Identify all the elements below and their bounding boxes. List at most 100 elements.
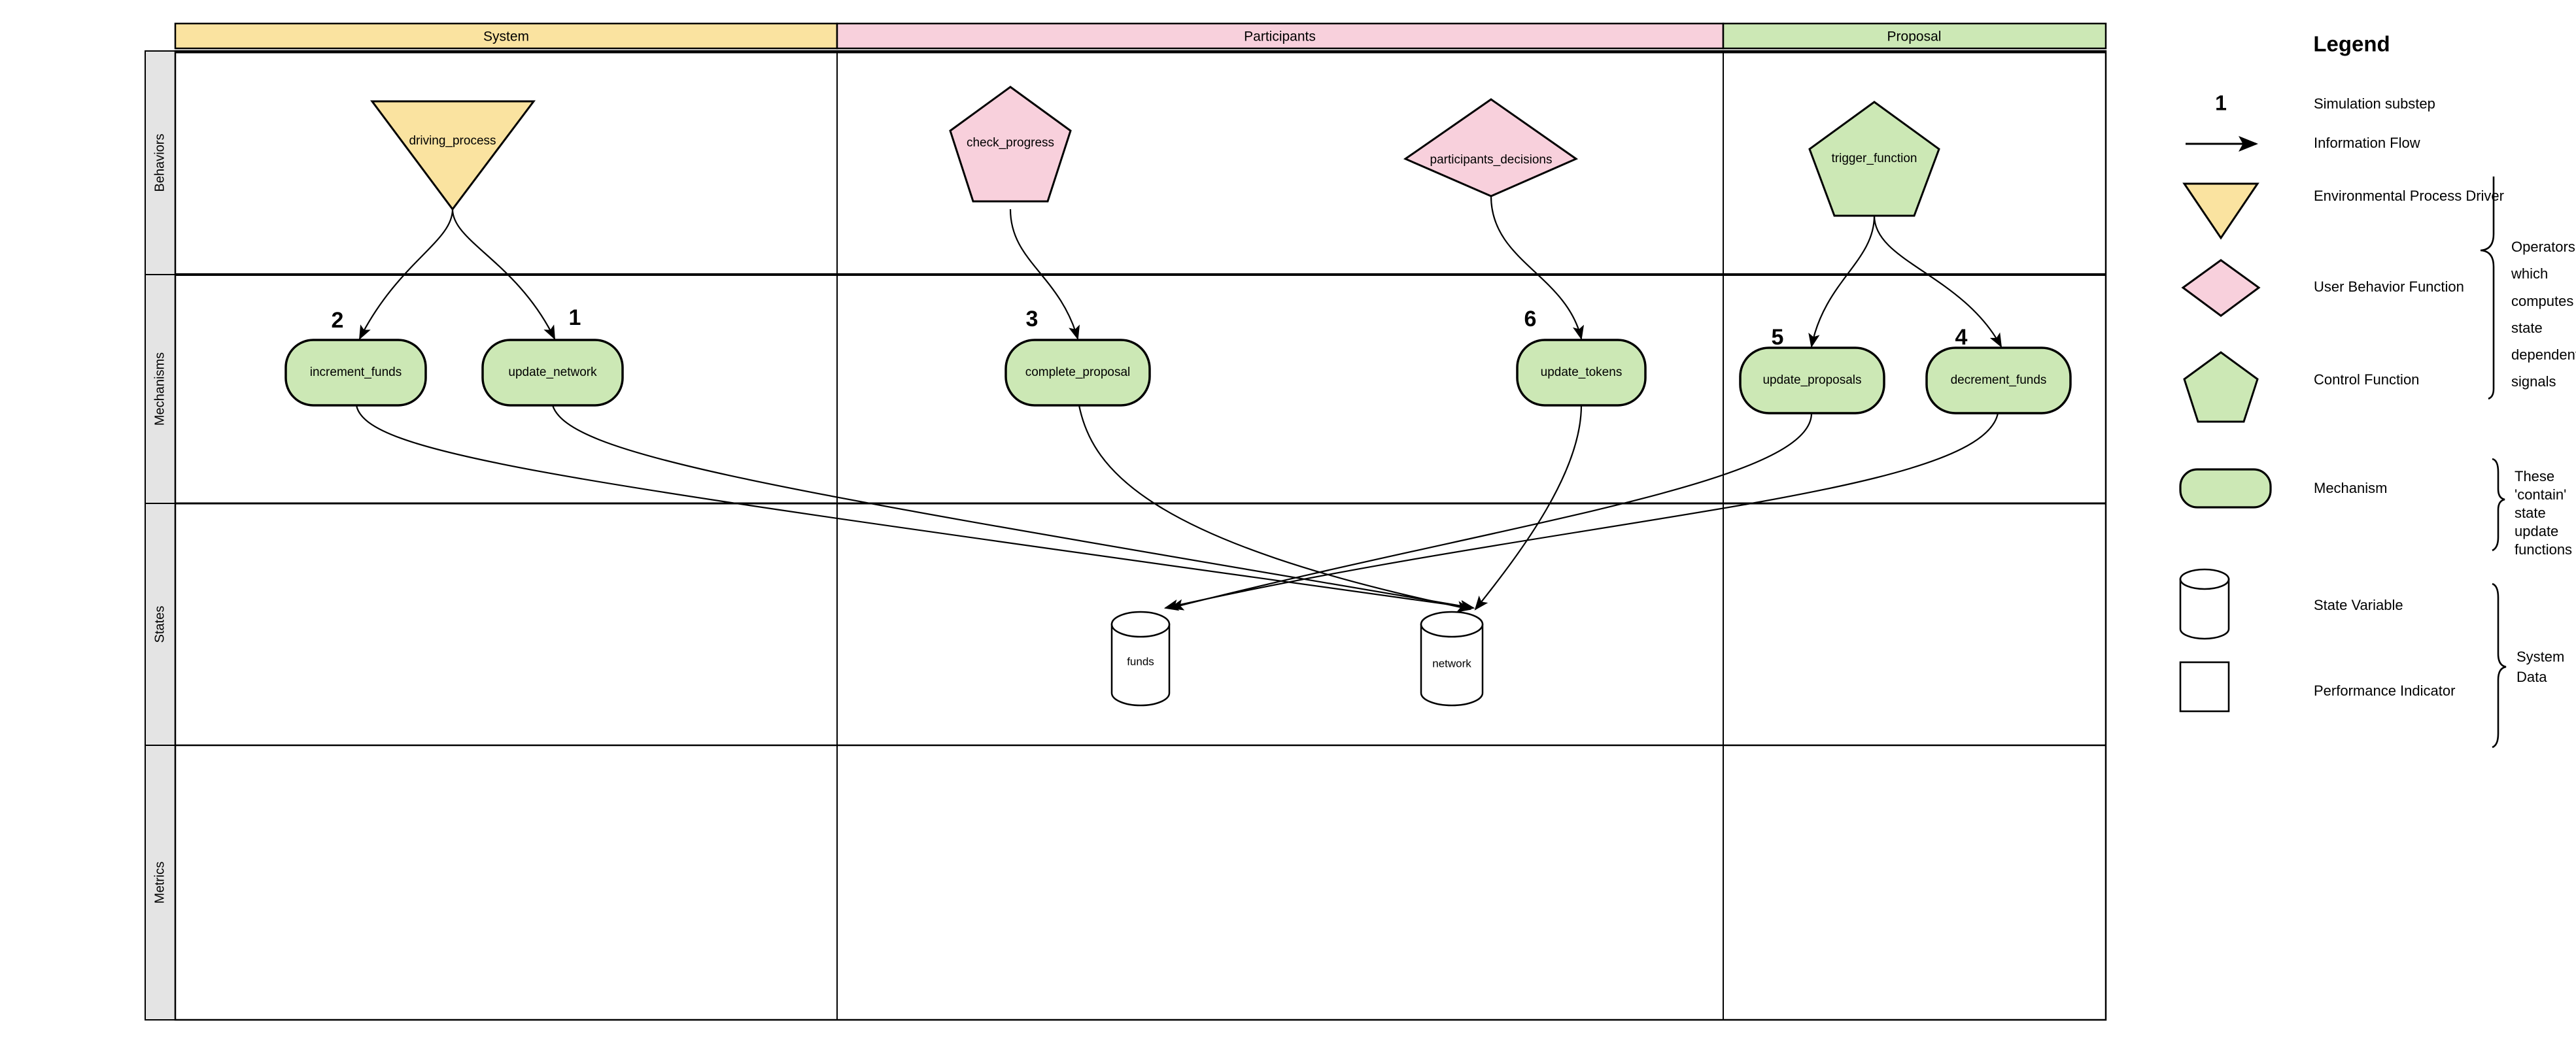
- state-nodes: funds network: [1110, 611, 1484, 707]
- update_network-label: update_network: [508, 365, 597, 379]
- edges-mechanisms-to-states: [355, 405, 1999, 613]
- participants_decisions-label: participants_decisions: [1430, 153, 1553, 167]
- funds-label: funds: [1127, 655, 1154, 667]
- triangle-down-icon: [2182, 182, 2259, 240]
- edge-driving_process-to-increment_funds: [359, 209, 454, 340]
- participants_decisions-shape[interactable]: [1403, 98, 1579, 197]
- row-label-strip: Behaviors Mechanisms States Metrics: [145, 50, 176, 1021]
- update_proposals-label: update_proposals: [1762, 373, 1861, 387]
- edge-update_network-to-network: [551, 405, 1475, 612]
- node-update_network[interactable]: update_network 1: [481, 305, 624, 407]
- legend-label-simulation-substep: Simulation substep: [2314, 95, 2435, 112]
- check_progress-shape[interactable]: [949, 86, 1072, 203]
- mechanisms-brace-icon: [2492, 458, 2505, 552]
- step-number-5: 5: [1772, 325, 1784, 350]
- node-update_tokens[interactable]: update_tokens 6: [1516, 307, 1647, 407]
- legend-item-user-behavior-function: User Behavior Function: [2181, 259, 2464, 317]
- operators-brace-line-5: signals: [2511, 373, 2556, 390]
- legend-item-mechanism: Mechanism: [2179, 468, 2387, 509]
- column-header-system-label: System: [483, 29, 529, 44]
- decrement_funds-label: decrement_funds: [1951, 373, 2047, 387]
- funds-cylinder-top: [1110, 611, 1171, 638]
- operators-brace-line-1: which: [2511, 265, 2548, 282]
- legend-item-performance-indicator: Performance Indicator: [2179, 661, 2455, 713]
- increment_funds-shape[interactable]: [284, 339, 427, 407]
- node-funds[interactable]: funds: [1110, 611, 1171, 707]
- legend: Legend 1 Simulation substep Information …: [2179, 32, 2576, 749]
- node-update_proposals[interactable]: update_proposals 5: [1739, 325, 1885, 414]
- complete_proposal-shape[interactable]: [1005, 339, 1151, 407]
- step-number-6: 6: [1524, 307, 1537, 331]
- edge-complete_proposal-to-network: [1078, 405, 1472, 613]
- operators-brace-line-4: dependent: [2511, 346, 2576, 363]
- legend-label-control-function: Control Function: [2314, 371, 2419, 388]
- increment_funds-label: increment_funds: [310, 365, 402, 379]
- step-number-4: 4: [1955, 325, 1968, 350]
- cylinder-icon-body: [2179, 578, 2230, 640]
- edge-increment_funds-to-network: [355, 405, 1475, 612]
- node-check_progress[interactable]: check_progress: [949, 86, 1072, 203]
- update_proposals-shape[interactable]: [1739, 346, 1885, 414]
- step-number-1: 1: [569, 305, 581, 330]
- operators-brace-icon: [2480, 177, 2495, 400]
- mechanisms-brace-line-1: 'contain': [2515, 486, 2566, 503]
- operators-brace-line-3: state: [2511, 320, 2543, 336]
- network-cylinder-body[interactable]: [1420, 623, 1484, 707]
- pentagon-icon: [2183, 351, 2259, 423]
- node-trigger_function[interactable]: trigger_function: [1808, 101, 1940, 217]
- edge-decrement_funds-to-funds: [1163, 413, 1999, 611]
- edges-behaviors-to-mechanisms: [359, 195, 2002, 348]
- node-driving_process[interactable]: driving_process: [370, 100, 536, 211]
- swimlane-grid: [174, 50, 2107, 1021]
- system-data-brace-icon: [2492, 582, 2507, 749]
- check_progress-label: check_progress: [967, 136, 1054, 150]
- cylinder-icon-top: [2179, 568, 2230, 590]
- operators-brace-line-2: computes: [2511, 293, 2573, 309]
- legend-label-performance-indicator: Performance Indicator: [2314, 683, 2455, 699]
- diamond-icon: [2181, 259, 2261, 317]
- row-label-behaviors: Behaviors: [152, 134, 167, 192]
- legend-title: Legend: [2313, 32, 2390, 56]
- legend-item-environmental-process-driver: Environmental Process Driver: [2182, 182, 2504, 240]
- edge-update_tokens-to-network: [1474, 405, 1583, 611]
- driving_process-label: driving_process: [409, 134, 496, 148]
- funds-cylinder-body[interactable]: [1110, 623, 1171, 707]
- trigger_function-shape[interactable]: [1808, 101, 1940, 217]
- rounded-rect-icon: [2179, 468, 2272, 509]
- legend-item-state-variable: State Variable: [2179, 568, 2403, 640]
- column-header-proposal-label: Proposal: [1887, 29, 1942, 44]
- node-decrement_funds[interactable]: decrement_funds 4: [1925, 325, 2072, 414]
- row-label-states: States: [152, 606, 167, 643]
- node-complete_proposal[interactable]: complete_proposal 3: [1005, 307, 1151, 407]
- column-header-participants: [836, 22, 1725, 50]
- legend-label-mechanism: Mechanism: [2314, 480, 2387, 496]
- operators-brace-line-0: Operators: [2511, 239, 2575, 255]
- update_network-shape[interactable]: [481, 339, 624, 407]
- update_tokens-label: update_tokens: [1541, 365, 1623, 379]
- decrement_funds-shape[interactable]: [1925, 346, 2072, 414]
- node-network[interactable]: network: [1420, 611, 1484, 707]
- node-increment_funds[interactable]: increment_funds 2: [284, 308, 427, 407]
- rect-icon: [2179, 661, 2230, 713]
- column-header-proposal: [1722, 22, 2107, 50]
- mechanisms-brace-line-2: state: [2515, 505, 2546, 521]
- legend-brace-operators: Operators which computes state dependent…: [2480, 177, 2576, 400]
- legend-brace-mechanisms: These 'contain' state update functions: [2492, 458, 2572, 558]
- mechanisms-brace-line-4: functions: [2515, 541, 2572, 558]
- system-data-brace-line-1: Data: [2516, 669, 2547, 685]
- legend-label-user-behavior-function: User Behavior Function: [2314, 278, 2464, 295]
- behavior-nodes: driving_process check_progress participa…: [370, 86, 1940, 217]
- network-label: network: [1432, 657, 1471, 669]
- edge-driving_process-to-update_network: [451, 209, 555, 340]
- legend-item-information-flow: Information Flow: [2186, 135, 2420, 152]
- legend-item-control-function: Control Function: [2183, 351, 2419, 423]
- mechanisms-brace-line-0: These: [2515, 468, 2554, 484]
- node-participants_decisions[interactable]: participants_decisions: [1403, 98, 1579, 197]
- column-header-system: [174, 22, 838, 50]
- update_tokens-shape[interactable]: [1516, 339, 1647, 407]
- network-cylinder-top: [1420, 611, 1484, 638]
- driving_process-shape[interactable]: [370, 100, 536, 211]
- complete_proposal-label: complete_proposal: [1025, 365, 1131, 379]
